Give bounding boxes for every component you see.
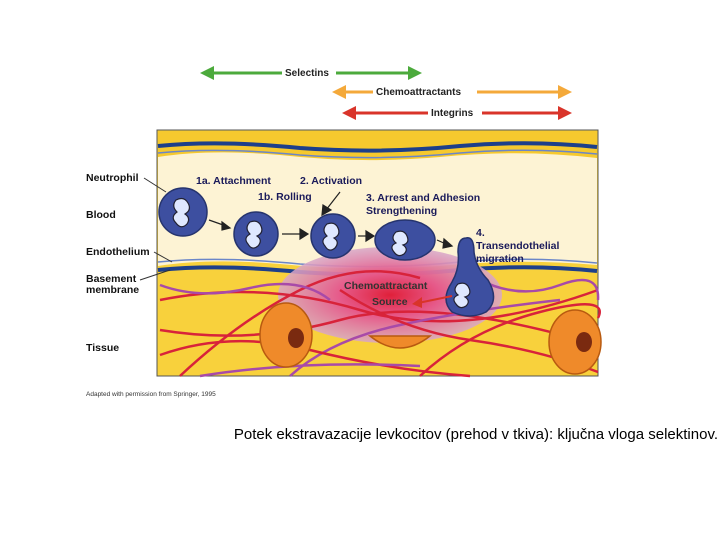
label-basement-1: Basement <box>86 273 137 285</box>
step-attachment-label: 1a. Attachment <box>196 175 271 187</box>
neutrophil-arrest <box>374 219 436 261</box>
credit-text: Adapted with permission from Springer, 1… <box>86 391 216 398</box>
neutrophil-activation <box>310 213 356 259</box>
chemoattractant-label: Chemoattractant <box>344 280 428 292</box>
neutrophil-attachment <box>158 187 208 237</box>
caption: Potek ekstravazacije levkocitov (prehod … <box>233 426 718 443</box>
vessel-top-wall <box>158 131 597 162</box>
chemoattractant-cloud <box>278 247 502 343</box>
step-trans-label-1: 4. <box>476 227 485 239</box>
tissue-fibers <box>159 270 601 378</box>
label-tissue: Tissue <box>86 342 119 354</box>
label-basement-2: membrane <box>86 284 139 296</box>
chemoattractants-label: Chemoattractants <box>376 87 461 98</box>
neutrophil-rolling <box>233 211 279 257</box>
step-activation-label: 2. Activation <box>300 175 362 187</box>
step-arrest-label-2: Strengthening <box>366 205 437 217</box>
neutrophil-transmigrating <box>445 237 495 317</box>
label-endothelium: Endothelium <box>86 246 150 258</box>
vessel-panel: Chemoattractant Source 1a. Attachment 2.… <box>156 129 602 378</box>
selectins-label: Selectins <box>285 68 329 79</box>
fibroblast-left <box>259 302 313 368</box>
step-arrest-label-1: 3. Arrest and Adhesion <box>366 192 480 204</box>
endothelium-top-inner <box>157 149 598 159</box>
integrins-arrow: Integrins <box>342 105 572 120</box>
fibroblast-right <box>548 309 602 375</box>
step-trans-label-2: Transendothelial <box>476 240 560 252</box>
source-arrow <box>412 295 453 308</box>
integrins-label: Integrins <box>431 108 474 119</box>
label-neutrophil: Neutrophil <box>86 172 139 184</box>
source-label: Source <box>372 296 408 308</box>
chemoattractants-arrow: Chemoattractants <box>332 84 572 99</box>
step-trans-label-3: migration <box>476 253 524 265</box>
endothelium-top-line <box>157 141 598 153</box>
side-labels: Neutrophil Blood Endothelium Basement me… <box>86 172 173 354</box>
movement-arrows <box>208 191 454 249</box>
step-rolling-label: 1b. Rolling <box>258 191 312 203</box>
label-blood: Blood <box>86 209 116 221</box>
selectins-arrow: Selectins <box>200 65 422 80</box>
fibroblast-center <box>367 335 433 349</box>
